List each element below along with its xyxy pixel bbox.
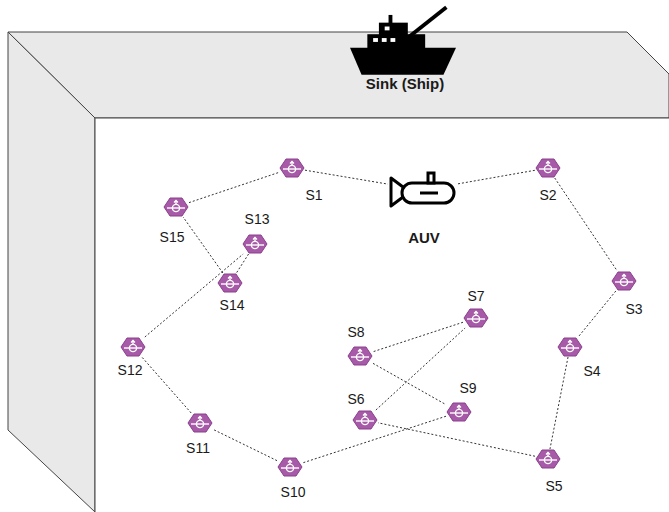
node-label: S3 <box>625 301 642 317</box>
sensor-hexagon <box>217 273 243 293</box>
sensor-node: S10 <box>277 457 303 477</box>
sensor-hexagon <box>611 271 637 291</box>
sensor-hexagon <box>557 337 583 357</box>
ship-icon <box>350 5 456 75</box>
dotted-link <box>376 328 465 410</box>
sink-ship: Sink (Ship) <box>350 5 456 75</box>
sensor-hexagon <box>535 158 561 178</box>
dotted-link <box>378 423 535 456</box>
dotted-link <box>236 254 248 273</box>
node-label: S2 <box>539 187 556 203</box>
node-label: S10 <box>281 484 306 500</box>
sensor-node: S5 <box>535 449 561 469</box>
dotted-link <box>183 217 223 273</box>
sensor-node: S6 <box>352 410 378 430</box>
sensor-node: S7 <box>463 308 489 328</box>
node-label: S11 <box>186 440 210 456</box>
sensor-hexagon <box>120 337 146 357</box>
dotted-link <box>555 178 618 271</box>
sensor-hexagon <box>279 158 305 178</box>
sensor-node: S13 <box>242 234 268 254</box>
dotted-link <box>213 429 277 460</box>
sensor-hexagon <box>187 413 213 433</box>
sensor-node: S14 <box>217 273 243 293</box>
sensor-node: S15 <box>163 197 189 217</box>
node-label: S13 <box>245 211 270 227</box>
dotted-link <box>373 322 463 351</box>
sensor-node: S11 <box>187 413 213 433</box>
node-label: Sink (Ship) <box>366 76 444 92</box>
node-label: S4 <box>583 363 600 379</box>
sensor-hexagon <box>446 402 472 422</box>
dotted-link <box>458 170 535 184</box>
sensor-node: S1 <box>279 158 305 178</box>
front-face <box>95 118 669 512</box>
left-face <box>8 32 95 512</box>
sensor-node: S9 <box>446 402 472 422</box>
sensor-node: S8 <box>347 346 373 366</box>
dotted-link <box>189 172 279 202</box>
sensor-node: S3 <box>611 271 637 291</box>
node-label: S14 <box>220 297 245 313</box>
sensor-hexagon <box>347 346 373 366</box>
node-label: S6 <box>347 391 364 407</box>
node-label: S7 <box>467 288 484 304</box>
sensor-hexagon <box>463 308 489 328</box>
node-label: AUV <box>408 230 440 246</box>
sensor-node: S12 <box>120 337 146 357</box>
sensor-hexagon <box>277 457 303 477</box>
sensor-node: S4 <box>557 337 583 357</box>
dotted-link <box>145 254 243 337</box>
top-face <box>8 32 669 118</box>
dotted-link <box>578 291 616 337</box>
auv-node: AUV <box>388 169 458 211</box>
dotted-link <box>142 357 191 413</box>
sensor-hexagon <box>242 234 268 254</box>
sensor-hexagon <box>163 197 189 217</box>
dotted-link <box>305 170 388 184</box>
node-label: S12 <box>118 362 143 378</box>
node-label: S15 <box>160 229 185 245</box>
node-label: S1 <box>305 187 322 203</box>
sensor-hexagon <box>535 449 561 469</box>
node-label: S5 <box>545 478 562 494</box>
sensor-node: S2 <box>535 158 561 178</box>
auv-icon <box>388 169 458 211</box>
dotted-link <box>550 357 568 449</box>
sensor-hexagon <box>352 410 378 430</box>
dotted-link <box>373 363 446 404</box>
node-label: S9 <box>459 380 476 396</box>
node-label: S8 <box>347 324 364 340</box>
